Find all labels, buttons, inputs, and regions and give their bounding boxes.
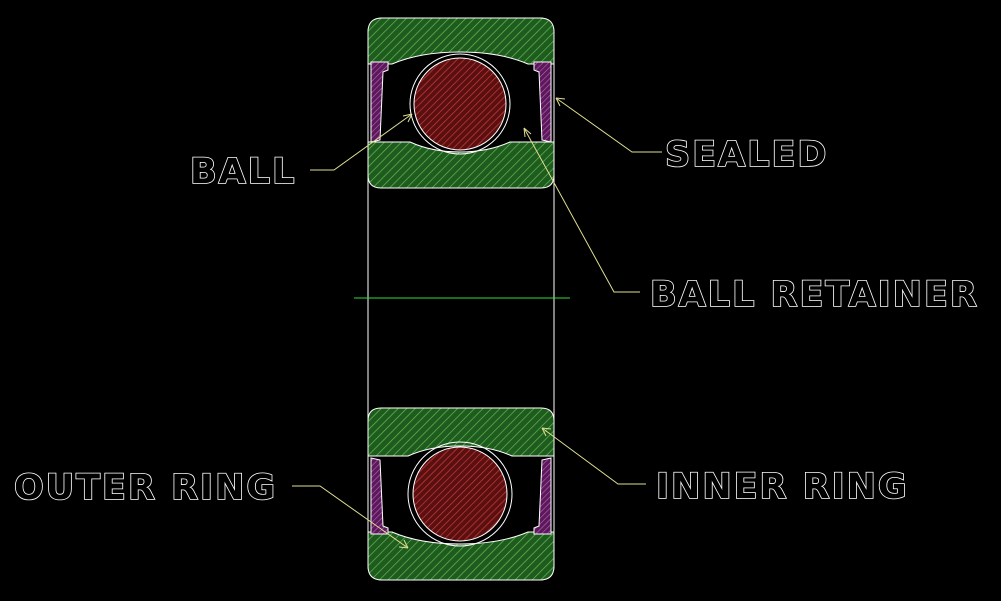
label-ball: BALL: [190, 152, 296, 192]
label-inner-ring: INNER RING: [656, 467, 909, 507]
leader-ball-retainer: [523, 127, 640, 293]
seal-left-top: [370, 61, 389, 143]
ball-bottom: [412, 446, 508, 542]
label-outer-ring: OUTER RING: [14, 468, 277, 508]
leader-ball: [310, 113, 413, 171]
leader-inner-ring: [541, 427, 646, 485]
top-section: [367, 17, 555, 189]
leader-ball-retainer-arrow: [523, 127, 532, 138]
outer-ring-top: [367, 17, 555, 65]
leader-lines: [292, 97, 662, 549]
seal-left-bottom: [370, 457, 389, 535]
leader-ball-arrow: [402, 113, 413, 123]
leader-inner-ring-arrow: [541, 427, 552, 437]
retainer-bottom: [407, 441, 513, 547]
leader-outer-ring: [292, 485, 409, 549]
seal-right-bottom: [533, 457, 552, 535]
retainer-top: [409, 53, 511, 155]
leader-sealed: [555, 97, 662, 153]
bottom-section: [367, 407, 555, 581]
inner-ring-bottom: [367, 407, 555, 457]
seal-right-top: [533, 61, 552, 143]
label-sealed: SEALED: [665, 135, 828, 175]
leader-outer-ring-arrow: [398, 539, 409, 549]
leader-sealed-arrow: [555, 97, 566, 107]
ball-top: [413, 57, 507, 151]
label-ball-retainer: BALL RETAINER: [650, 275, 979, 315]
